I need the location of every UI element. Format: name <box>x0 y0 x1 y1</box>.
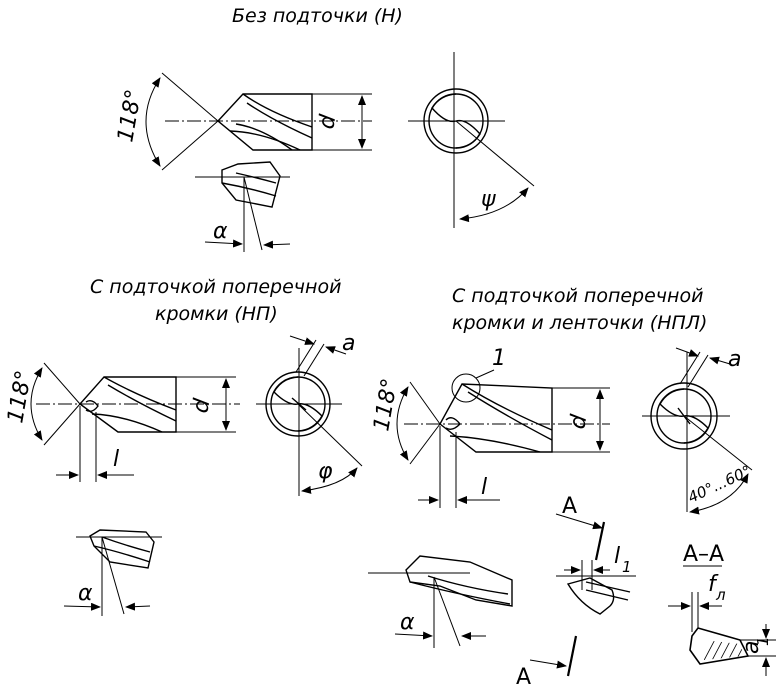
label-a-b: a <box>342 331 355 356</box>
section-a-a-profile <box>668 592 776 676</box>
label-alpha-c: α <box>400 610 415 635</box>
label-alpha-b: α <box>78 581 93 606</box>
label-alpha-a: α <box>213 219 228 244</box>
detail-l1-view <box>556 560 636 615</box>
drill-end-view-h <box>408 52 535 228</box>
label-a-c: a <box>728 347 741 372</box>
label-callout-1: 1 <box>492 346 506 371</box>
label-a1-main: a <box>739 641 764 654</box>
drill-lip-view-npl <box>368 555 513 648</box>
label-angle-range: 40°...60° <box>685 462 754 507</box>
label-section-a-bottom: A <box>516 665 531 690</box>
drill-end-view-npl <box>642 347 753 515</box>
label-l-b: l <box>113 447 119 472</box>
label-118-c: 118° <box>369 377 403 434</box>
label-118-a: 118° <box>113 88 147 145</box>
label-l1-sub: 1 <box>622 558 632 576</box>
header-npl-line2: кромки и ленточки (НПЛ) <box>452 312 707 334</box>
label-phi: φ <box>318 459 333 484</box>
label-d-b: d <box>188 396 215 415</box>
section-cut-marks <box>529 513 606 677</box>
header-no-thinning: Без подточки (Н) <box>232 5 403 27</box>
header-np-line1: С подточкой поперечной <box>90 276 341 298</box>
label-f-main: f <box>708 572 719 597</box>
label-section-title: A–A <box>683 542 724 567</box>
label-d-a: d <box>314 112 341 131</box>
drill-side-view-npl <box>396 369 610 508</box>
label-l1-main: l <box>614 544 620 569</box>
drill-lip-view-h <box>195 161 291 252</box>
header-np-line2: кромки (НП) <box>155 303 278 325</box>
label-f-sub: л <box>715 586 726 604</box>
label-l-c: l <box>481 475 487 500</box>
drill-lip-view-np <box>63 529 162 616</box>
drill-side-view-h <box>145 72 372 171</box>
label-section-a-top: A <box>562 494 577 519</box>
header-npl-line1: С подточкой поперечной <box>452 285 703 307</box>
label-a1-sub: 1 <box>754 636 772 646</box>
drill-end-view-np <box>256 335 363 496</box>
drill-side-view-np <box>30 362 240 482</box>
label-psi: ψ <box>481 187 496 212</box>
label-d-c: d <box>565 412 592 431</box>
